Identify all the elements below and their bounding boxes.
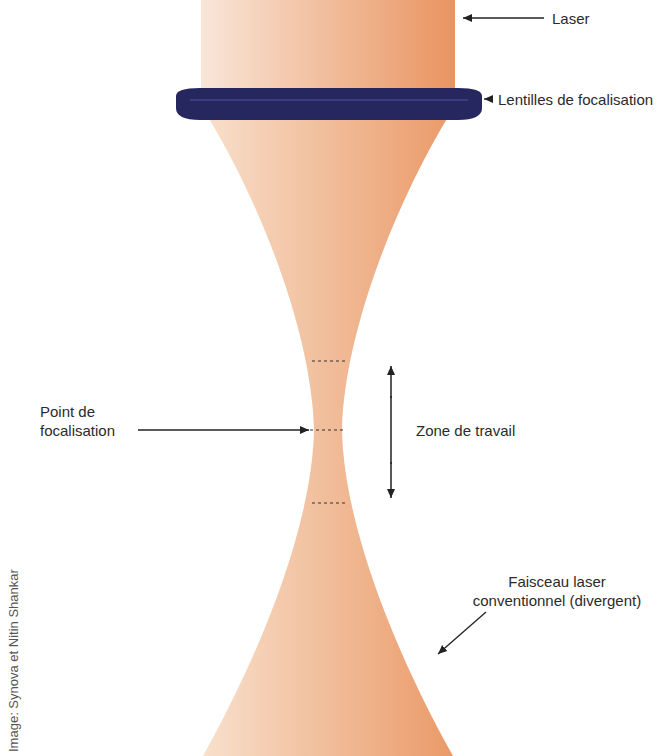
- leader-arrow: [438, 612, 486, 654]
- beam-label: Faisceau laser conventionnel (divergent): [472, 572, 642, 610]
- zone-markers: [310, 361, 346, 503]
- leader-arrow: [463, 17, 544, 18]
- lens-highlight: [190, 99, 468, 101]
- working-zone-line: [390, 396, 392, 464]
- credit-watermark: Image: Synova et Nitin Shankar: [4, 569, 23, 752]
- laser-beam: [203, 112, 453, 756]
- working-zone-arrow: [390, 366, 392, 398]
- working-zone-label: Zone de travail: [416, 421, 515, 440]
- focusing-lens: [176, 88, 482, 120]
- working-zone-arrow: [390, 462, 392, 498]
- lens-label: Lentilles de focalisation: [498, 90, 653, 109]
- laser-label: Laser: [552, 9, 590, 28]
- focus-point-label: Point de focalisation: [40, 402, 136, 440]
- leader-arrow: [138, 429, 309, 430]
- leader-arrow: [484, 98, 492, 99]
